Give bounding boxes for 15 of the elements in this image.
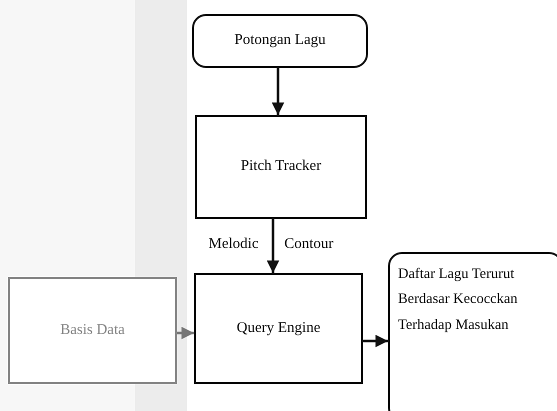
node-label: Daftar Lagu Terurut Berdasar Kecocckan Terhadap Masukan — [398, 265, 519, 335]
edge-label: Melodic Contour — [208, 236, 334, 253]
node-label: Potongan Lagu — [234, 31, 326, 50]
process-box — [194, 273, 363, 384]
process-box — [8, 277, 177, 384]
terminal-box — [192, 14, 368, 68]
arrow — [177, 326, 194, 340]
process-box — [195, 115, 367, 219]
terminal-box — [388, 252, 557, 411]
arrow — [272, 68, 284, 115]
node-label: Basis Data — [60, 320, 125, 340]
node-label: Pitch Tracker — [240, 157, 322, 176]
arrow — [363, 334, 388, 348]
node-label: Query Engine — [236, 318, 320, 338]
arrow — [266, 219, 280, 273]
